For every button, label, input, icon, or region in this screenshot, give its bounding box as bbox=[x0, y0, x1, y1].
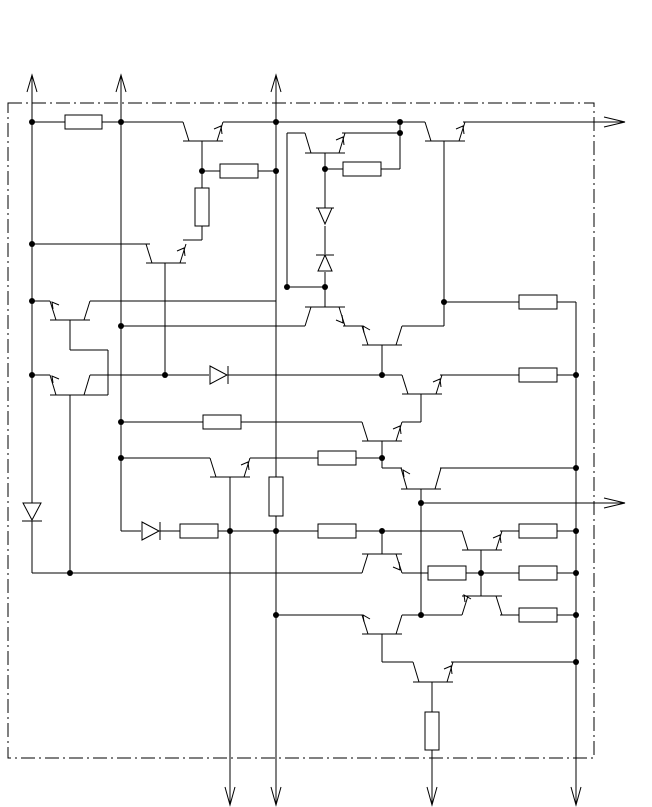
diode-d4 bbox=[22, 498, 42, 522]
diode-d3 bbox=[209, 365, 229, 385]
diodes bbox=[22, 207, 334, 541]
resistor-r1 bbox=[64, 114, 103, 130]
transistor-t13 bbox=[361, 553, 403, 574]
output-terminal-bottom-1 bbox=[224, 531, 236, 807]
input-terminal-3 bbox=[270, 73, 282, 122]
input-terminal-2 bbox=[115, 73, 127, 122]
diode-d5 bbox=[141, 521, 161, 541]
transistor-t14 bbox=[461, 530, 503, 551]
transistor-t16 bbox=[461, 594, 503, 616]
transistor-t15 bbox=[361, 614, 403, 635]
resistor-r15 bbox=[518, 607, 558, 623]
transistor-t6 bbox=[304, 306, 346, 327]
resistor-r2 bbox=[219, 163, 259, 179]
transistor-t5 bbox=[49, 374, 91, 396]
output-terminal-right-2 bbox=[421, 497, 626, 509]
resistor-r14 bbox=[518, 565, 558, 581]
resistor-r8 bbox=[317, 450, 357, 466]
wires bbox=[31, 121, 576, 712]
transistor-t2 bbox=[145, 243, 187, 264]
transistor-t11 bbox=[424, 121, 466, 142]
junction-nodes bbox=[29, 119, 579, 665]
output-terminal-right-1 bbox=[463, 116, 626, 128]
transistor-t1 bbox=[182, 121, 224, 142]
resistor-r6 bbox=[518, 367, 558, 383]
resistor-r9 bbox=[268, 476, 284, 517]
transistor-t3 bbox=[304, 132, 346, 154]
transistor-t12 bbox=[400, 467, 442, 490]
transistor-t8 bbox=[401, 374, 443, 395]
resistor-r7 bbox=[202, 414, 242, 430]
terminal-arrows bbox=[26, 73, 626, 807]
transistor-t7 bbox=[361, 325, 403, 346]
transistor-t10 bbox=[209, 457, 251, 478]
resistor-r4 bbox=[342, 161, 382, 177]
resistor-r5 bbox=[518, 294, 558, 310]
transistor-t9 bbox=[361, 421, 403, 442]
diode-d2 bbox=[316, 253, 334, 272]
resistor-r13 bbox=[427, 565, 467, 581]
output-terminal-bottom-4 bbox=[570, 302, 582, 807]
module-boundary bbox=[7, 102, 595, 759]
resistor-r12 bbox=[518, 523, 558, 539]
transistors bbox=[49, 121, 503, 683]
resistor-r16 bbox=[424, 711, 440, 751]
resistor-r11 bbox=[317, 523, 357, 539]
resistor-r10 bbox=[179, 523, 219, 539]
input-terminal-1 bbox=[26, 73, 38, 122]
resistors bbox=[64, 114, 558, 751]
resistor-r3 bbox=[194, 187, 210, 227]
transistor-t17 bbox=[412, 661, 454, 683]
transistor-t4 bbox=[49, 300, 91, 321]
diode-d1 bbox=[316, 207, 334, 226]
